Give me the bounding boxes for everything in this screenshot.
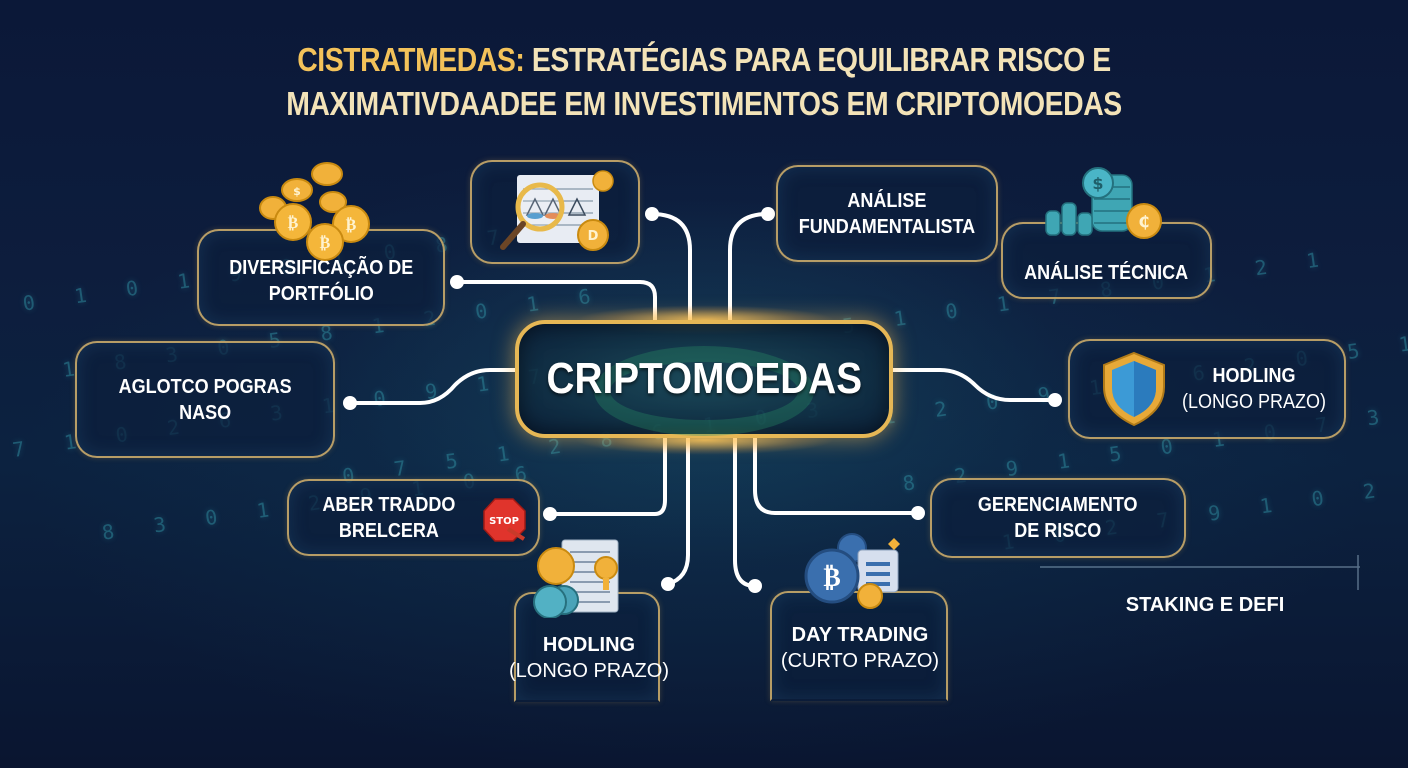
node-label-line-1: STAKING E DEFI bbox=[1125, 594, 1285, 616]
node-hodling-longo-prazo-right[interactable]: HODLING (LONGO PRAZO) bbox=[1068, 339, 1346, 439]
svg-text:₿: ₿ bbox=[346, 215, 357, 234]
svg-text:$: $ bbox=[293, 185, 301, 198]
node-label-line-2: PORTFÓLIO bbox=[268, 282, 374, 305]
svg-text:₿: ₿ bbox=[288, 213, 299, 232]
page-title: CISTRATMEDAS: ESTRATÉGIAS PARA EQUILIBRA… bbox=[99, 38, 1310, 126]
node-label-line-1: DIVERSIFICAÇÃO DE bbox=[228, 256, 414, 279]
svg-text:D: D bbox=[588, 229, 599, 244]
node-label-line-1: DAY TRADING bbox=[791, 624, 929, 646]
coins-document-icon bbox=[533, 539, 619, 618]
node-label-line-1: AGLOTCO POGRAS bbox=[118, 375, 292, 398]
node-label-line-2: NASO bbox=[178, 401, 232, 424]
svg-text:$: $ bbox=[1092, 174, 1103, 193]
stop-sign-icon: STOP bbox=[483, 498, 526, 542]
node-aber-traddo-brelcera[interactable]: ABER TRADDO BRELCERA STOP bbox=[287, 479, 540, 556]
svg-text:₿: ₿ bbox=[823, 563, 840, 593]
node-gerenciamento-de-risco[interactable]: GERENCIAMENTO DE RISCO bbox=[930, 478, 1186, 558]
node-label-line-1: ABER TRADDO bbox=[321, 493, 456, 516]
node-diversificacao-portfolio[interactable]: DIVERSIFICAÇÃO DE PORTFÓLIO bbox=[197, 229, 445, 326]
node-label-line-2: (LONGO PRAZO) bbox=[508, 660, 669, 682]
coin-stack-icon: $ ₵ bbox=[1045, 167, 1162, 239]
shield-icon bbox=[1103, 351, 1165, 427]
node-label-line-1: HODLING bbox=[542, 634, 636, 656]
center-node-criptomoedas[interactable]: CRIPTOMOEDAS bbox=[515, 320, 893, 438]
node-label-line-2: DE RISCO bbox=[1014, 520, 1102, 542]
hodling-bottom-label: HODLING (LONGO PRAZO) bbox=[508, 632, 670, 684]
day-trading-label: DAY TRADING (CURTO PRAZO) bbox=[772, 622, 948, 674]
node-label-line-1: HODLING bbox=[1212, 365, 1296, 387]
svg-text:₵: ₵ bbox=[1138, 212, 1149, 231]
node-label-line-1: GERENCIAMENTO bbox=[978, 494, 1138, 516]
title-line-1-rest: ESTRATÉGIAS PARA EQUILIBRAR RISCO E bbox=[524, 41, 1111, 78]
bitcoin-document-icon: ₿ bbox=[804, 533, 900, 609]
node-analysis-icon-box[interactable]: D bbox=[470, 160, 640, 264]
node-analise-fundamentalista[interactable]: ANÁLISE FUNDAMENTALISTA bbox=[776, 165, 998, 262]
node-label-line-2: (CURTO PRAZO) bbox=[780, 650, 940, 672]
title-line-2: MAXIMATIVDAADEE EM INVESTIMENTOS EM CRIP… bbox=[286, 85, 1122, 122]
gold-coins-icon: ₿ ₿ ₿ $ bbox=[259, 162, 370, 261]
node-analise-tecnica[interactable]: ANÁLISE TÉCNICA bbox=[1001, 222, 1212, 299]
node-label-line-1: ANÁLISE bbox=[847, 189, 927, 212]
node-day-trading-curto-prazo[interactable] bbox=[770, 591, 948, 701]
magnifier-scale-document-icon: D bbox=[500, 170, 614, 251]
svg-text:STOP: STOP bbox=[489, 516, 519, 527]
title-prefix: CISTRATMEDAS: bbox=[297, 41, 525, 78]
svg-text:₿: ₿ bbox=[320, 233, 331, 252]
node-label-line-1: ANÁLISE TÉCNICA bbox=[1024, 261, 1189, 284]
node-staking-e-defi[interactable]: STAKING E DEFI bbox=[1110, 592, 1300, 618]
node-label-line-2: (LONGO PRAZO) bbox=[1182, 391, 1327, 413]
node-label-line-2: BRELCERA bbox=[338, 519, 439, 542]
node-label-line-2: FUNDAMENTALISTA bbox=[798, 215, 976, 238]
title-line-1: CISTRATMEDAS: ESTRATÉGIAS PARA EQUILIBRA… bbox=[99, 38, 1310, 82]
center-label: CRIPTOMOEDAS bbox=[546, 354, 862, 403]
node-aglotco-pogras-naso[interactable]: AGLOTCO POGRAS NASO bbox=[75, 341, 335, 458]
